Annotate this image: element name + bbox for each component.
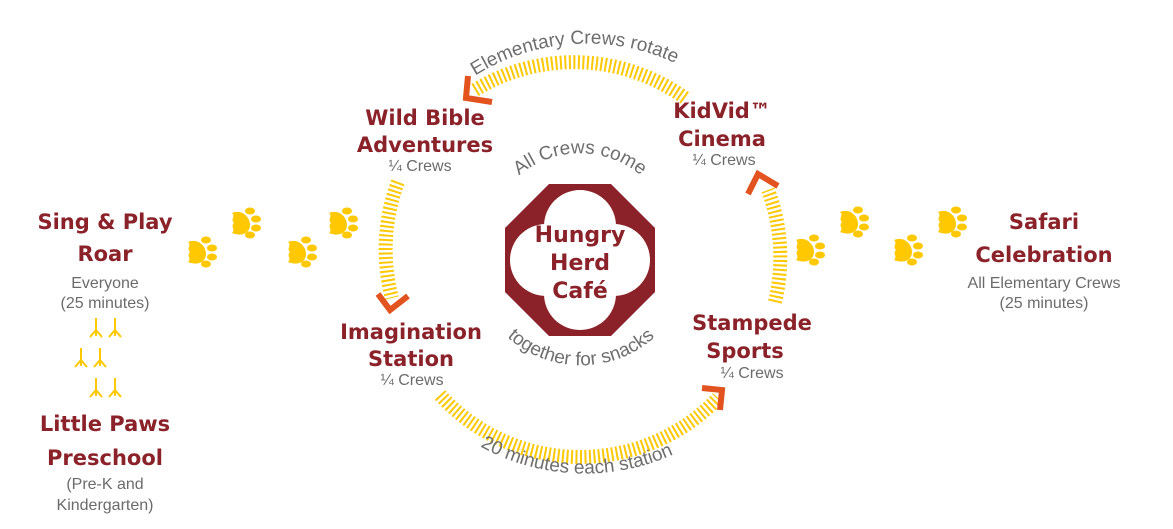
svg-text:Sing & Play: Sing & Play xyxy=(37,210,172,234)
arrowhead-icon xyxy=(745,169,780,196)
paw-print-icon xyxy=(329,207,358,239)
safari-celebration: Safari Celebration All Elementary Crews … xyxy=(968,210,1121,312)
svg-text:Station: Station xyxy=(368,347,454,371)
station-stampede: Stampede Sports ¼ Crews xyxy=(692,311,812,382)
svg-text:All Crews come: All Crews come xyxy=(509,137,650,179)
rotate-caption: Elementary Crews rotate xyxy=(467,28,682,80)
svg-text:Celebration: Celebration xyxy=(975,243,1112,267)
svg-text:(25 minutes): (25 minutes) xyxy=(61,295,150,312)
paw-print-icon xyxy=(288,236,317,268)
paw-trail-right xyxy=(796,206,967,266)
svg-text:Sports: Sports xyxy=(706,339,783,363)
svg-text:(Pre-K and: (Pre-K and xyxy=(66,476,143,493)
svg-text:KidVid™: KidVid™ xyxy=(673,99,771,123)
paw-print-icon xyxy=(840,206,869,238)
little-paws-preschool: Little Paws Preschool (Pre-K and Kinderg… xyxy=(40,412,170,514)
svg-text:(25 minutes): (25 minutes) xyxy=(1000,295,1089,312)
svg-text:Adventures: Adventures xyxy=(357,133,493,157)
svg-text:Safari: Safari xyxy=(1009,210,1079,234)
svg-text:Roar: Roar xyxy=(77,242,133,266)
svg-text:Stampede: Stampede xyxy=(692,311,812,335)
paw-print-icon xyxy=(894,234,923,266)
paw-print-icon xyxy=(232,207,261,239)
track-right xyxy=(761,187,788,304)
svg-text:Everyone: Everyone xyxy=(71,275,139,292)
all-crews-caption: All Crews come xyxy=(509,137,650,179)
svg-text:Kindergarten): Kindergarten) xyxy=(57,497,154,514)
arrowheads xyxy=(375,75,780,411)
paw-print-icon xyxy=(796,234,825,266)
station-kidvid: KidVid™ Cinema ¼ Crews xyxy=(673,99,771,169)
bird-track-icon xyxy=(108,317,122,338)
svg-text:¼ Crews: ¼ Crews xyxy=(720,365,783,382)
svg-text:¼ Crews: ¼ Crews xyxy=(380,372,443,389)
paw-print-icon xyxy=(188,236,217,268)
svg-text:Cinema: Cinema xyxy=(678,127,766,151)
rotation-track xyxy=(378,55,788,464)
track-top xyxy=(471,55,690,104)
cafe-line3: Café xyxy=(552,279,607,304)
paw-print-icon xyxy=(938,206,967,238)
sing-and-play-roar: Sing & Play Roar Everyone (25 minutes) xyxy=(37,210,172,312)
bird-track-icon xyxy=(108,377,122,398)
bird-track-icon xyxy=(89,377,103,398)
svg-text:Preschool: Preschool xyxy=(47,446,163,470)
svg-text:Wild Bible: Wild Bible xyxy=(365,106,485,130)
station-imagination: Imagination Station ¼ Crews xyxy=(340,320,482,389)
cafe-line2: Herd xyxy=(550,251,610,276)
bird-track-icon xyxy=(74,347,88,368)
svg-text:Elementary Crews rotate: Elementary Crews rotate xyxy=(467,28,682,80)
svg-text:¼ Crews: ¼ Crews xyxy=(388,158,451,175)
svg-text:¼ Crews: ¼ Crews xyxy=(692,152,755,169)
paw-trail-left xyxy=(188,207,358,268)
track-bottom xyxy=(434,390,724,464)
cafe-line1: Hungry xyxy=(535,223,626,248)
bird-track-icon xyxy=(93,347,107,368)
arrowhead-icon xyxy=(701,385,726,411)
svg-text:Imagination: Imagination xyxy=(340,320,482,344)
bird-tracks xyxy=(74,317,122,398)
station-wild-bible: Wild Bible Adventures ¼ Crews xyxy=(357,106,493,175)
arrowhead-icon xyxy=(375,292,410,315)
svg-text:Little Paws: Little Paws xyxy=(40,412,170,436)
hungry-herd-cafe-badge: Hungry Herd Café xyxy=(505,184,655,336)
svg-text:All Elementary Crews: All Elementary Crews xyxy=(968,275,1121,292)
bird-track-icon xyxy=(89,317,103,338)
arrowhead-icon xyxy=(462,75,493,105)
track-left xyxy=(378,179,405,300)
